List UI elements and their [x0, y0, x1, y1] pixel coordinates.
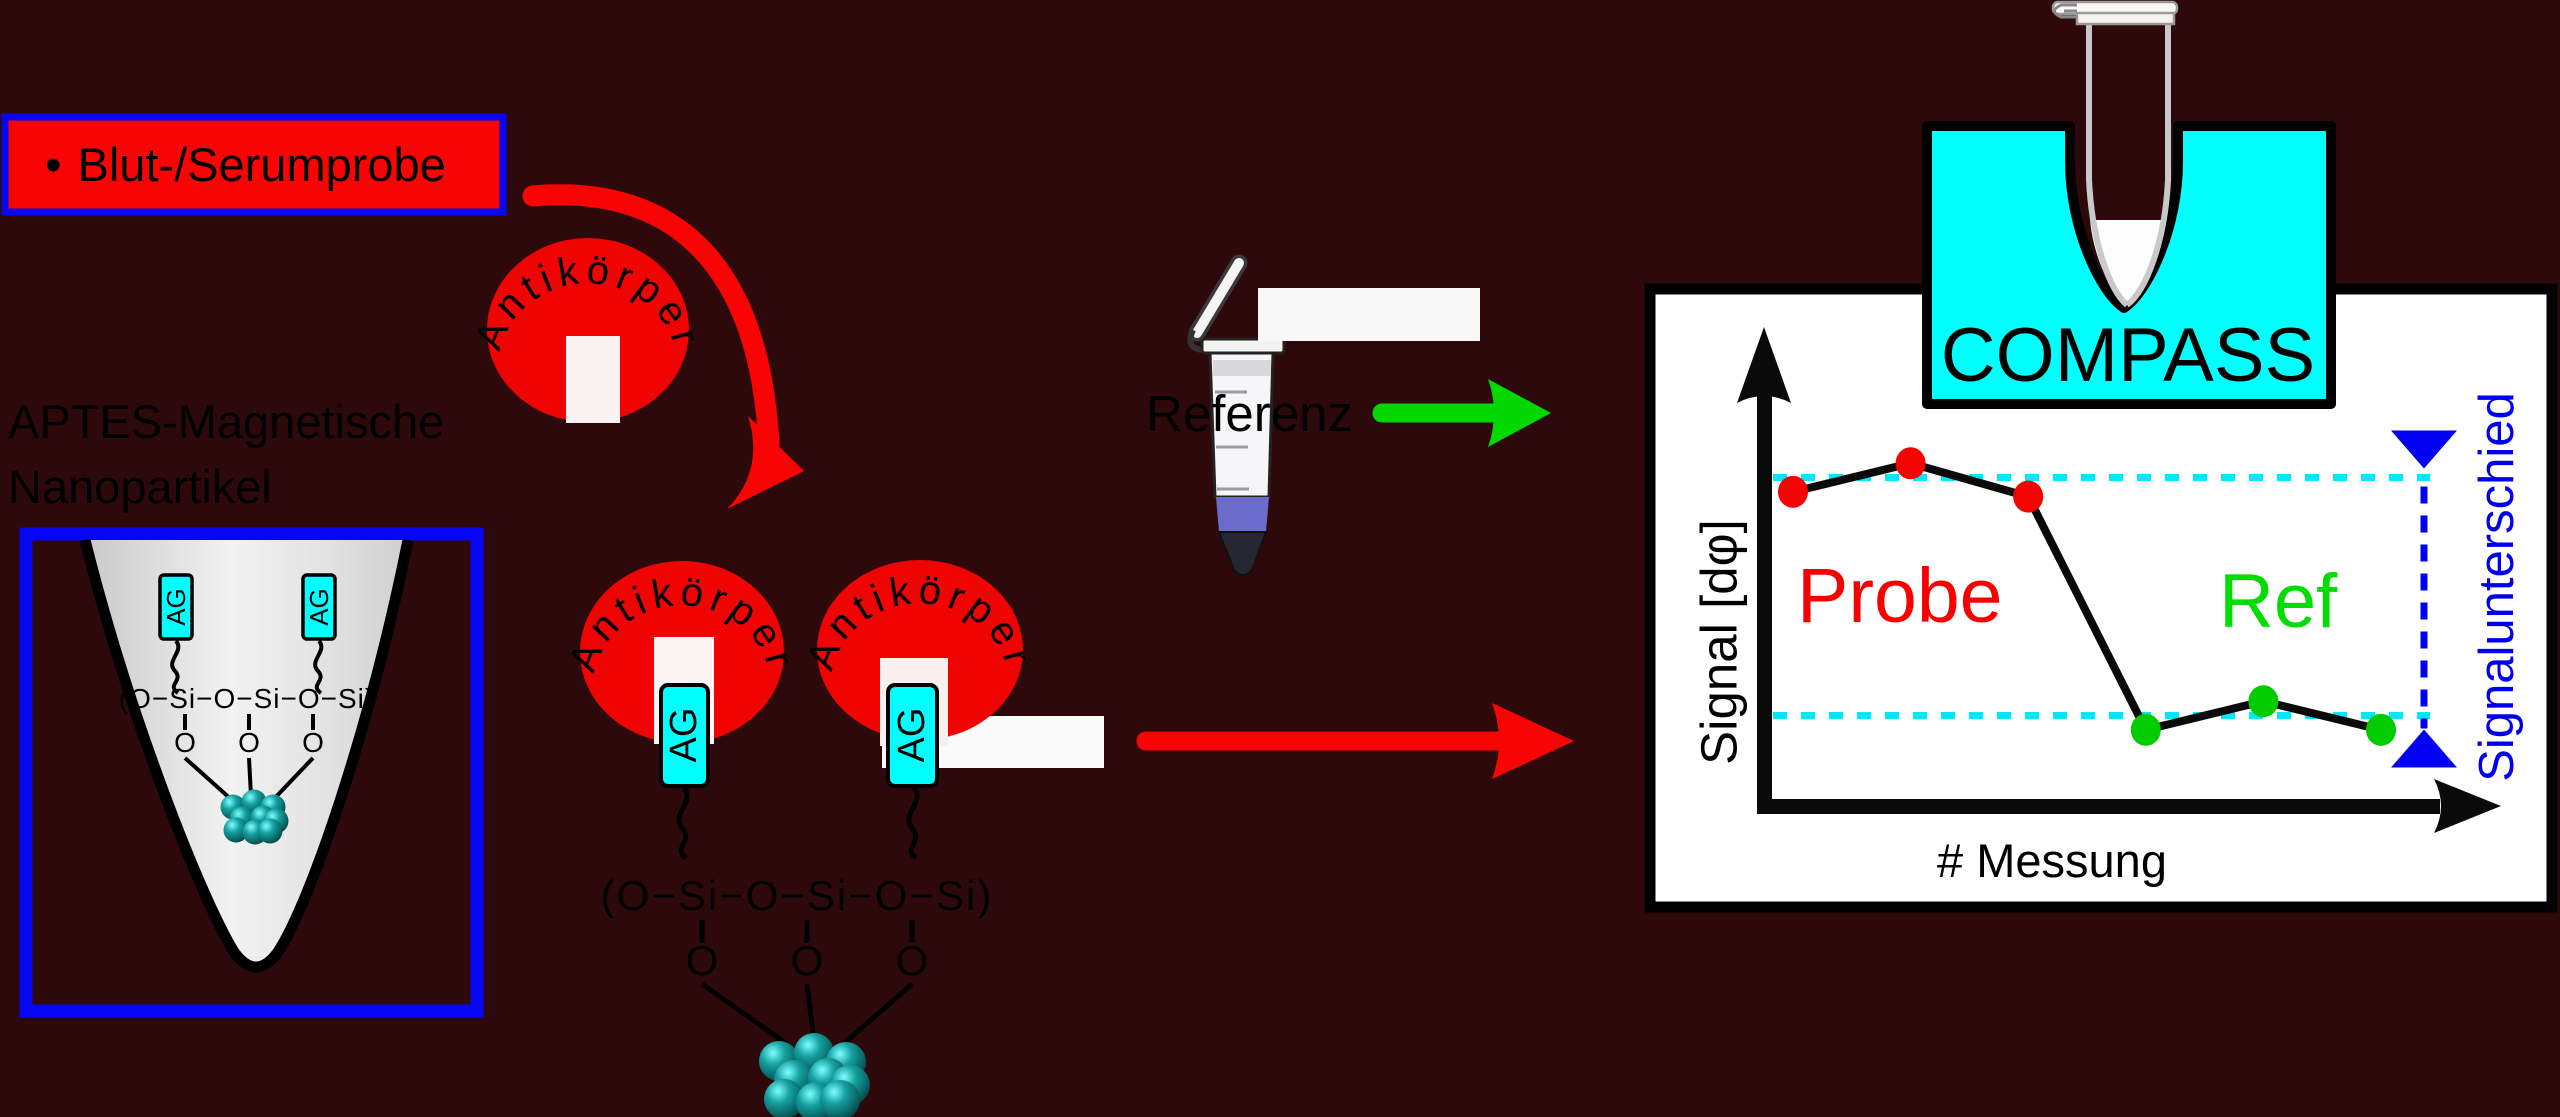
aptes-label-line2: Nanopartikel [8, 460, 272, 513]
compass-label: COMPASS [1941, 313, 2315, 398]
signal-difference-triangle-bottom [2391, 729, 2457, 768]
silane-linker [170, 639, 181, 695]
compass-tube-liquid [2090, 220, 2166, 305]
reference-strip [1258, 288, 1480, 341]
chart-data-point [1895, 447, 1926, 480]
antibody-ellipse-3: Antikörper AG [798, 560, 1104, 788]
antibody-body [487, 238, 689, 422]
chart-data-point [2130, 713, 2161, 746]
oxygen-atom: O [791, 937, 824, 984]
aptes-label-line1: APTES-Magnetische [8, 395, 444, 448]
antigen-tag-cone-right: AG [301, 573, 337, 641]
chart-x-axis [1757, 799, 2440, 814]
reference-arrowhead [1488, 379, 1551, 447]
antigen-tag-rect [886, 683, 939, 788]
antigen-tag-label: AG [161, 588, 191, 626]
tube-flange [1200, 337, 1286, 355]
reference-label: Referenz [1146, 385, 1353, 442]
tube-lid-open-fill [1192, 258, 1244, 338]
cone-body [85, 540, 408, 967]
sample-to-antibody-arrow [522, 184, 780, 456]
reference-tube [1187, 254, 1286, 576]
oxygen-atom: O [238, 727, 260, 758]
compass-tube-wall [2125, 24, 2171, 308]
antibody-body [817, 560, 1023, 740]
tube-tip [1217, 531, 1268, 576]
oxygen-atom: O [302, 727, 324, 758]
probe-to-chart-arrowhead [1492, 703, 1574, 779]
chart-data-point [2366, 713, 2396, 746]
compass-tube-wall [2086, 24, 2130, 308]
antibody-ellipse-1: Antikörper [466, 238, 703, 423]
silane-bonds [183, 714, 315, 730]
antigen-tag-rect [659, 683, 710, 788]
antigen-tag-rect [158, 573, 194, 641]
sample-box [1, 113, 507, 216]
compass-lid-ring [2053, 3, 2077, 19]
compass-tube [2051, 0, 2179, 308]
tube-liquid-purple [1216, 497, 1269, 532]
chart-series-line [1792, 459, 2382, 734]
sample-box-label: •Blut-/Serumprobe [45, 138, 446, 191]
oxygen-atom: O [896, 937, 929, 984]
silane-linker [906, 786, 920, 861]
chart-data-point [2013, 480, 2044, 513]
chart-y-axis-label: Signal [dφ] [1691, 519, 1748, 765]
nanoparticle-frame [19, 527, 484, 1018]
antigen-tag-label: AG [891, 708, 933, 763]
silane-linker [676, 786, 690, 861]
antigen-slot [566, 336, 620, 423]
chart-data-point [1778, 475, 1808, 508]
chart-probe-label: Probe [1797, 553, 2002, 639]
oxygen-atom: O [174, 727, 196, 758]
magnetic-nanoparticle-cluster [220, 789, 289, 845]
silane-bonds [699, 920, 915, 943]
chart-y-arrowhead [1737, 327, 1791, 403]
antigen-tag-label: AG [304, 588, 334, 626]
chart-x-arrowhead [2434, 779, 2501, 833]
antigen-tag-label: AG [663, 708, 705, 763]
chart-y-axis [1757, 396, 1772, 808]
signal-difference-triangle-top [2391, 430, 2457, 469]
cluster-bonds [700, 981, 914, 1049]
silane-chain-text: (O−Si−O−Si−O−Si) [119, 683, 375, 714]
chart-data-point [2248, 685, 2279, 718]
sample-to-antibody-arrowhead [727, 416, 804, 509]
magnetic-nanoparticle-cluster [759, 1033, 870, 1117]
chart-difference-label: Signalunterschied [2470, 392, 2524, 782]
tube-graduations [1215, 390, 1249, 491]
antigen-tag-rect [301, 573, 337, 641]
antibody-ellipse-2: Antikörper AG [560, 561, 797, 788]
tube-cone [79, 538, 414, 973]
sample-box-bullet: • [45, 138, 61, 191]
silane-chain-text: (O−Si−O−Si−O−Si) [601, 872, 994, 919]
chart-ref-label: Ref [2219, 559, 2338, 644]
tube-neck-ring [1213, 360, 1271, 376]
cone-outline [79, 538, 414, 973]
silane-linker [313, 639, 324, 695]
compass-box [1922, 121, 2336, 409]
chart-plot-area [1773, 430, 2457, 768]
antigen-tag-cone-left: AG [158, 573, 194, 641]
oxygen-atom: O [686, 937, 719, 984]
compass-tube-lid-layer [2075, 11, 2176, 26]
chart-x-axis-label: # Messung [1937, 834, 2167, 887]
